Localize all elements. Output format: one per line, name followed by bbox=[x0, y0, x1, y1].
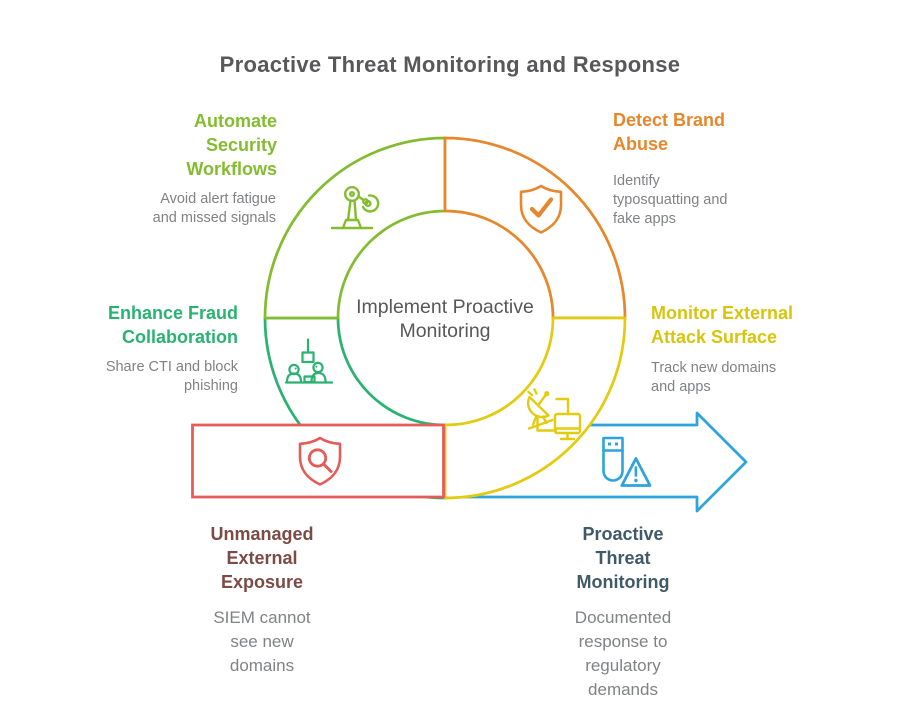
monitor-description: Track new domains and apps bbox=[651, 360, 777, 395]
collaboration-icon bbox=[284, 338, 334, 384]
proactive-description: Documented response to regulatory demand… bbox=[574, 608, 672, 699]
diagram-title: Proactive Threat Monitoring and Response bbox=[219, 52, 681, 77]
shield-check-icon bbox=[519, 184, 563, 234]
proactive-label: Proactive Threat Monitoring bbox=[576, 524, 670, 592]
automate-label: Automate Security Workflows bbox=[186, 111, 277, 179]
monitor-label: Monitor External Attack Surface bbox=[651, 303, 794, 347]
center-disc bbox=[335, 208, 555, 428]
shield-search-icon bbox=[298, 436, 342, 486]
usb-warning-icon bbox=[602, 436, 652, 487]
enhance-label: Enhance Fraud Collaboration bbox=[107, 303, 238, 347]
enhance-description: Share CTI and block phishing bbox=[105, 359, 238, 394]
robot-arm-icon bbox=[330, 185, 380, 230]
detect-label: Detect Brand Abuse bbox=[613, 110, 726, 154]
exposure-band-shape bbox=[191, 423, 445, 499]
satellite-monitor-icon bbox=[526, 388, 582, 441]
ring-segment-monitor bbox=[443, 316, 627, 500]
unmanaged-description: SIEM cannot see new domains bbox=[213, 608, 311, 675]
flow-arrow-shape bbox=[442, 411, 748, 513]
center-label: Implement Proactive Monitoring bbox=[356, 296, 534, 342]
automate-description: Avoid alert fatigue and missed signals bbox=[152, 191, 276, 226]
unmanaged-label: Unmanaged External Exposure bbox=[210, 524, 314, 592]
detect-description: Identify typosquatting and fake apps bbox=[613, 173, 728, 227]
